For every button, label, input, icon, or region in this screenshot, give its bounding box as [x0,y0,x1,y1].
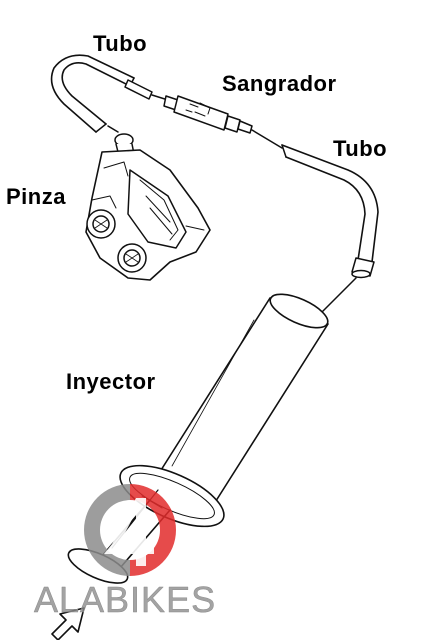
bleeder-valve [163,95,253,134]
thin-line-3 [321,277,357,313]
thin-line-2 [251,129,283,149]
label-tubo-top: Tubo [93,31,148,56]
label-pinza: Pinza [6,184,66,209]
brand-wordmark: ALABIKES [34,579,216,620]
top-tube [50,54,153,133]
push-arrow-icon [51,607,85,640]
label-sangrador: Sangrador [222,71,337,96]
label-inyector: Inyector [66,369,156,394]
brand-logo: ALABIKES [34,484,216,620]
right-tube [281,144,379,279]
brake-caliper [85,125,211,281]
label-tubo-right: Tubo [333,136,388,161]
syringe [67,293,329,584]
